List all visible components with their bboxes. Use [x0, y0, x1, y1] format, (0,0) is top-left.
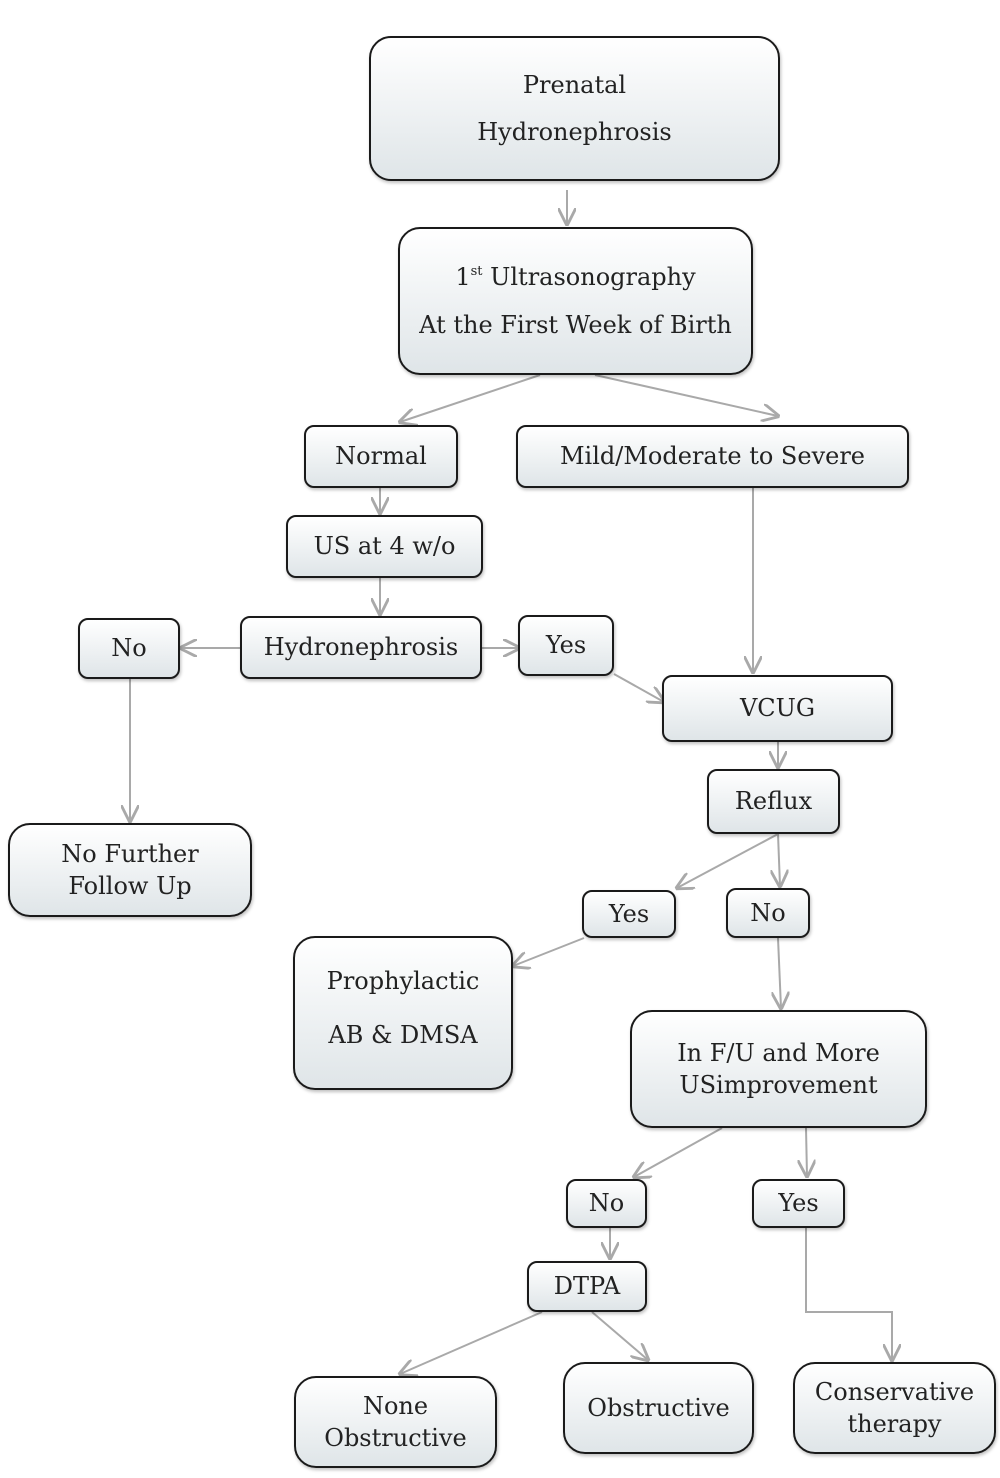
edge-fu-to-yes: [806, 1127, 807, 1176]
edge-reflux-to-no: [778, 833, 780, 886]
node-label: No: [588, 1189, 625, 1218]
node-reflux-no: No: [726, 888, 810, 938]
ordinal-text: 1: [455, 262, 471, 291]
node-normal: Normal: [304, 425, 458, 488]
node-label: Normal: [335, 442, 427, 471]
node-label: Obstructive: [324, 1424, 467, 1452]
edge-dtpa-to-obstructive: [591, 1311, 648, 1360]
node-label: Obstructive: [587, 1393, 730, 1422]
node-label: Follow Up: [68, 872, 192, 900]
node-label: therapy: [847, 1410, 942, 1438]
node-label: USimprovement: [679, 1071, 878, 1099]
node-label: AB & DMSA: [328, 1021, 478, 1049]
node-label: Hydronephrosis: [477, 117, 672, 146]
node-first-ultrasonography: 1st Ultrasonography At the First Week of…: [398, 227, 753, 375]
node-label: Yes: [545, 631, 587, 660]
node-improvement-no: No: [566, 1179, 647, 1228]
node-conservative-therapy: Conservative therapy: [793, 1362, 996, 1454]
edge-ultrasound-to-normal: [400, 374, 541, 422]
edge-reflux-no-to-fu-improvement: [778, 937, 781, 1008]
node-hydronephrosis-yes: Yes: [518, 615, 614, 676]
node-no-further-follow-up: No Further Follow Up: [8, 823, 252, 917]
node-label: Yes: [608, 899, 650, 928]
node-label: Prophylactic: [326, 966, 480, 995]
node-us-at-4-weeks: US at 4 w/o: [286, 515, 483, 578]
edge-ultrasound-to-mild-severe: [594, 374, 778, 416]
node-label: Hydronephrosis: [263, 633, 459, 662]
node-label: Reflux: [734, 787, 813, 816]
node-hydronephrosis: Hydronephrosis: [240, 616, 482, 679]
node-obstructive: Obstructive: [563, 1362, 754, 1454]
node-label: Mild/Moderate to Severe: [559, 442, 866, 471]
edge-yes-to-vcug: [613, 673, 664, 702]
node-label: No: [111, 634, 147, 663]
node-mild-moderate-severe: Mild/Moderate to Severe: [516, 425, 909, 488]
node-prophylactic-ab-dmsa: Prophylactic AB & DMSA: [293, 936, 513, 1090]
node-hydronephrosis-no: No: [78, 618, 180, 679]
node-label: In F/U and More: [677, 1038, 880, 1067]
node-label: None: [362, 1391, 429, 1420]
ordinal-suffix: st: [470, 263, 483, 279]
node-label: Yes: [778, 1189, 819, 1218]
node-label: VCUG: [739, 694, 816, 723]
edge-reflux-yes-to-prophylactic: [513, 937, 585, 966]
node-reflux: Reflux: [707, 769, 840, 834]
node-label: Conservative: [814, 1377, 975, 1406]
node-label: No: [750, 898, 786, 927]
node-dtpa: DTPA: [527, 1261, 647, 1312]
node-reflux-yes: Yes: [582, 890, 676, 938]
node-none-obstructive: None Obstructive: [294, 1376, 497, 1468]
node-label: DTPA: [553, 1272, 621, 1301]
node-prenatal-hydronephrosis: Prenatal Hydronephrosis: [369, 36, 780, 181]
node-label: At the First Week of Birth: [419, 311, 732, 339]
edge-yes-to-conservative: [805, 1228, 892, 1360]
node-label: US at 4 w/o: [313, 532, 456, 561]
ultrasonography-text: Ultrasonography: [482, 262, 696, 291]
edge-fu-to-no: [634, 1127, 723, 1177]
node-improvement-yes: Yes: [752, 1179, 845, 1228]
node-vcug: VCUG: [662, 675, 893, 742]
node-label: Prenatal: [522, 71, 627, 100]
node-label: 1st Ultrasonography: [455, 261, 695, 293]
edge-dtpa-to-none-obstructive: [400, 1311, 543, 1374]
edge-reflux-to-yes: [677, 833, 779, 888]
node-fu-us-improvement: In F/U and More USimprovement: [630, 1010, 927, 1128]
node-label: No Further: [61, 839, 199, 868]
